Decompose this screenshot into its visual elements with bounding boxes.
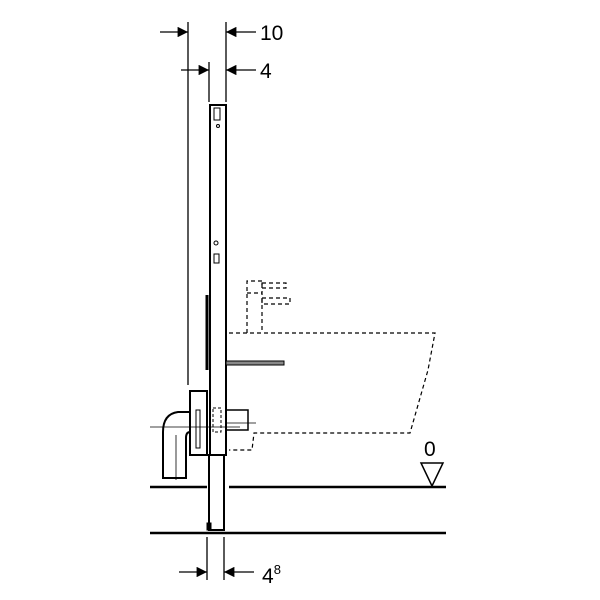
dimension-bottom-sup: 8 [274, 562, 281, 577]
dimension-top-10 [160, 22, 256, 385]
dimension-top-4 [181, 62, 256, 102]
dimension-label-4: 4 [260, 60, 272, 83]
dimension-bottom [179, 537, 254, 580]
mounting-frame [205, 104, 227, 531]
floor-level-label: 0 [424, 438, 436, 461]
dimension-label-bottom: 48 [262, 562, 281, 588]
floor-lines [150, 485, 446, 535]
dimension-bottom-main: 4 [262, 565, 274, 588]
drain-pipe [150, 390, 256, 480]
dimension-label-10: 10 [260, 22, 283, 45]
floor-level-marker-icon [419, 462, 445, 488]
threaded-rod [225, 360, 285, 366]
toilet-outline-dashed [229, 280, 436, 451]
